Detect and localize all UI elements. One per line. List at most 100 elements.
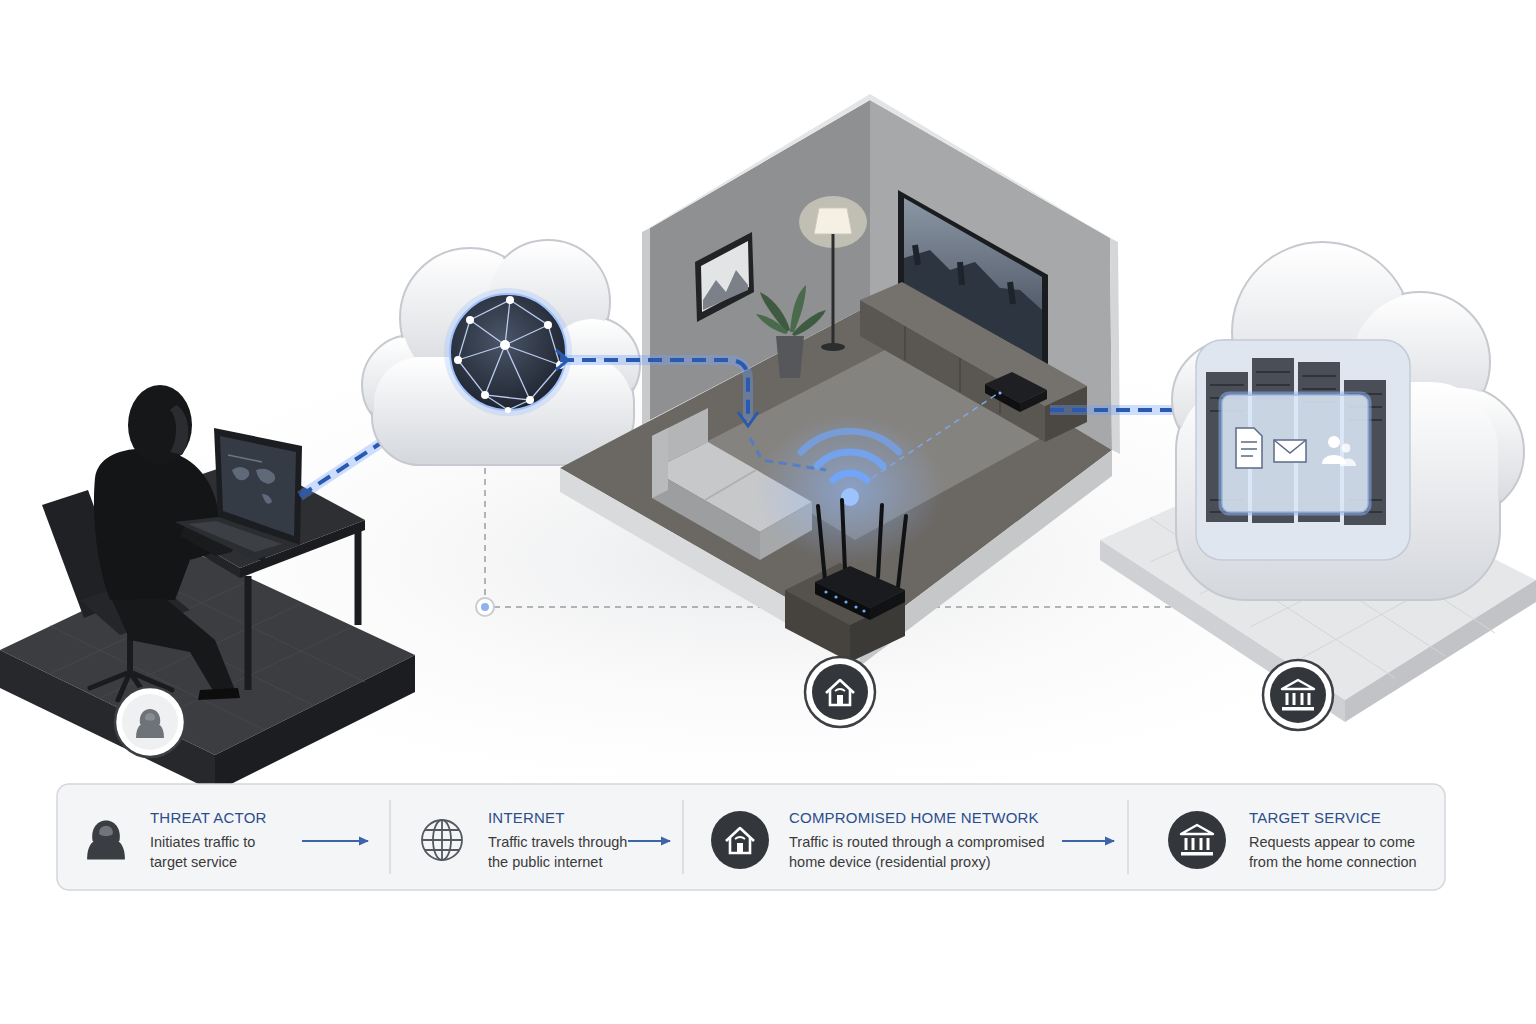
- step-heading: TARGET SERVICE: [1249, 809, 1429, 827]
- step-text: INTERNET Traffic travels through the publ…: [488, 809, 638, 872]
- internet-cloud: [362, 240, 640, 465]
- step-box: THREAT ACTOR Initiates traffic to target …: [70, 800, 302, 882]
- traffic-path: [872, 392, 1000, 478]
- threat-actor-scene: [198, 688, 240, 700]
- internet-cloud: [450, 294, 566, 410]
- home-room: [860, 300, 1045, 442]
- traffic-path: [1050, 405, 1184, 415]
- step-icon: [422, 820, 462, 860]
- traffic-path: [738, 412, 758, 426]
- step-icon: [1168, 811, 1226, 869]
- target-service-cloud: [1174, 244, 1522, 598]
- step-icon: [425, 830, 459, 850]
- step-description: Requests appear to come from the home co…: [1249, 832, 1429, 872]
- step-text: THREAT ACTOR Initiates traffic to target …: [150, 809, 280, 872]
- guide-line: [484, 468, 486, 598]
- internet-cloud: [544, 321, 552, 329]
- home-room: [642, 228, 650, 425]
- target-service-cloud: [1236, 428, 1262, 468]
- target-service-cloud: [1100, 242, 1536, 730]
- summary-band: [57, 784, 1445, 890]
- router: [755, 415, 945, 565]
- threat-actor-scene: [220, 436, 296, 536]
- internet-cloud: [526, 396, 534, 404]
- step-icon: [422, 839, 462, 841]
- home-room: [695, 232, 754, 322]
- router: [878, 505, 882, 577]
- threat-actor-scene: [50, 578, 365, 730]
- threat-actor-scene: [0, 555, 415, 755]
- threat-actor-scene: [245, 576, 252, 690]
- step-heading: INTERNET: [488, 809, 638, 827]
- step-box: TARGET SERVICE Requests appear to come fr…: [1114, 800, 1434, 882]
- threat-actor-scene: [136, 709, 164, 738]
- target-service-cloud: [1176, 380, 1500, 600]
- step-text: COMPROMISED HOME NETWORKTraffic is route…: [789, 809, 1059, 872]
- home-room: [915, 245, 1013, 304]
- internet-cloud: [481, 391, 489, 399]
- target-service-cloud: [1270, 667, 1326, 723]
- threat-actor-scene: [115, 687, 185, 757]
- home-room: [832, 234, 835, 345]
- step-heading: COMPROMISED HOME NETWORK: [789, 809, 1059, 827]
- threat-actor-scene: [128, 385, 192, 465]
- target-service-cloud: [1206, 358, 1386, 525]
- summary-band: [1127, 800, 1129, 874]
- router: [801, 431, 899, 452]
- internet-cloud: [458, 300, 560, 410]
- target-service-cloud: [1340, 459, 1356, 467]
- flow-arrow: [628, 840, 670, 842]
- step-icon: [1181, 825, 1213, 856]
- step-icon: [711, 811, 769, 869]
- threat-actor-scene: [188, 521, 282, 552]
- traffic-path: [556, 350, 568, 370]
- home-room: [1110, 238, 1120, 454]
- home-room: [652, 428, 668, 498]
- threat-actor-scene: [355, 528, 362, 625]
- home-room: [701, 241, 749, 312]
- target-service-cloud: [1263, 660, 1333, 730]
- target-service-cloud: [1274, 440, 1306, 453]
- flow-arrow: [302, 840, 368, 842]
- router: [755, 415, 945, 727]
- home-room: [756, 314, 788, 334]
- guide-line: [476, 598, 494, 616]
- router: [824, 590, 865, 612]
- home-room: [985, 384, 1020, 412]
- internet-cloud: [362, 240, 640, 465]
- target-service-cloud: [1282, 680, 1314, 711]
- router: [801, 431, 899, 480]
- router: [812, 664, 868, 720]
- router: [818, 506, 825, 580]
- step-description: Traffic travels through the public inter…: [488, 832, 638, 872]
- threat-actor-scene: [228, 455, 262, 462]
- summary-band: [682, 800, 684, 874]
- step-description: Initiates traffic to target service: [150, 832, 280, 872]
- internet-cloud: [458, 300, 560, 400]
- internet-cloud: [458, 300, 560, 400]
- target-service-cloud: [1345, 580, 1536, 722]
- flow-arrow: [1062, 840, 1114, 842]
- target-service-cloud: [1342, 444, 1351, 453]
- traffic-path: [750, 438, 826, 470]
- home-room: [821, 343, 845, 351]
- internet-cloud: [466, 316, 474, 324]
- router: [854, 605, 857, 608]
- router: [824, 590, 827, 593]
- internet-cloud: [444, 288, 572, 416]
- internet-cloud: [500, 340, 510, 350]
- target-service-cloud: [1222, 395, 1368, 512]
- home-room: [776, 336, 804, 378]
- step-heading: THREAT ACTOR: [150, 809, 280, 827]
- router: [862, 609, 865, 612]
- threat-actor-scene: [232, 467, 275, 504]
- router: [844, 600, 847, 603]
- target-service-cloud: [1328, 436, 1340, 448]
- home-room: [999, 392, 1002, 395]
- router: [805, 657, 875, 727]
- internet-cloud: [364, 242, 638, 463]
